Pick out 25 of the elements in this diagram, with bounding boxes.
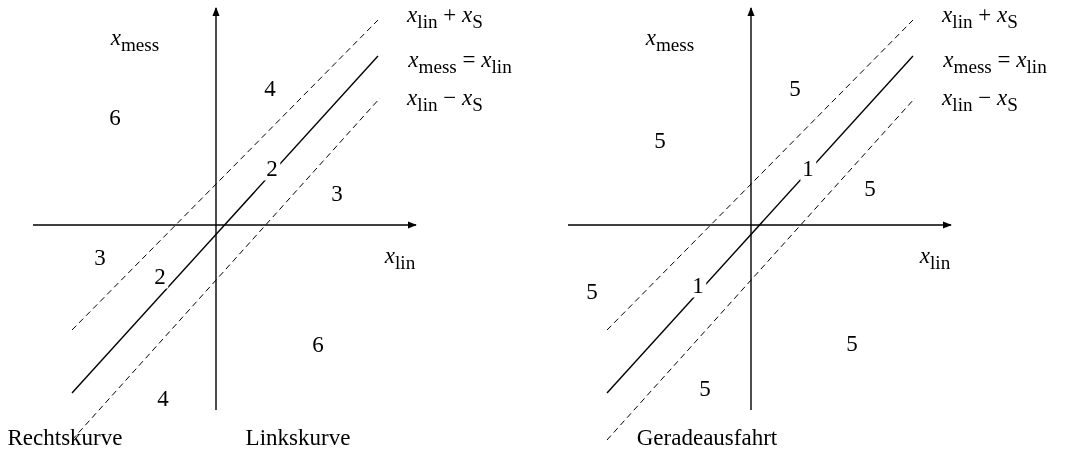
axis-label: x$_{mess}$	[109, 25, 161, 55]
line-label: x$_{lin}$ + x$_{S}$	[940, 2, 1019, 32]
line-label: x$_{lin}$ + x$_{S}$	[405, 2, 484, 32]
line-label: x$_{mess}$ = x$_{lin}$	[407, 47, 513, 77]
region-number: 5	[653, 127, 667, 153]
region-number: 5	[788, 75, 802, 101]
line-label: x$_{lin}$ − x$_{S}$	[405, 85, 484, 115]
panel-caption: Rechtskurve	[6, 424, 124, 450]
region-number: 5	[585, 278, 599, 304]
region-number: 5	[698, 375, 712, 401]
region-number: 3	[330, 180, 344, 206]
region-number: 5	[845, 330, 859, 356]
region-number: 6	[311, 331, 325, 357]
line-label: x$_{mess}$ = x$_{lin}$	[942, 47, 1048, 77]
region-number: 6	[108, 104, 122, 130]
panel-caption: Geradeausfahrt	[635, 424, 779, 450]
panel-caption: Linkskurve	[244, 424, 352, 450]
region-number: 5	[863, 175, 877, 201]
axis-label: x$_{lin}$	[918, 243, 952, 273]
axis-label: x$_{mess}$	[644, 25, 696, 55]
line-label: x$_{lin}$ − x$_{S}$	[940, 85, 1019, 115]
axis-label: x$_{lin}$	[383, 243, 417, 273]
region-number: 4	[156, 385, 170, 411]
region-number: 3	[93, 244, 107, 270]
region-number: 4	[263, 75, 277, 101]
